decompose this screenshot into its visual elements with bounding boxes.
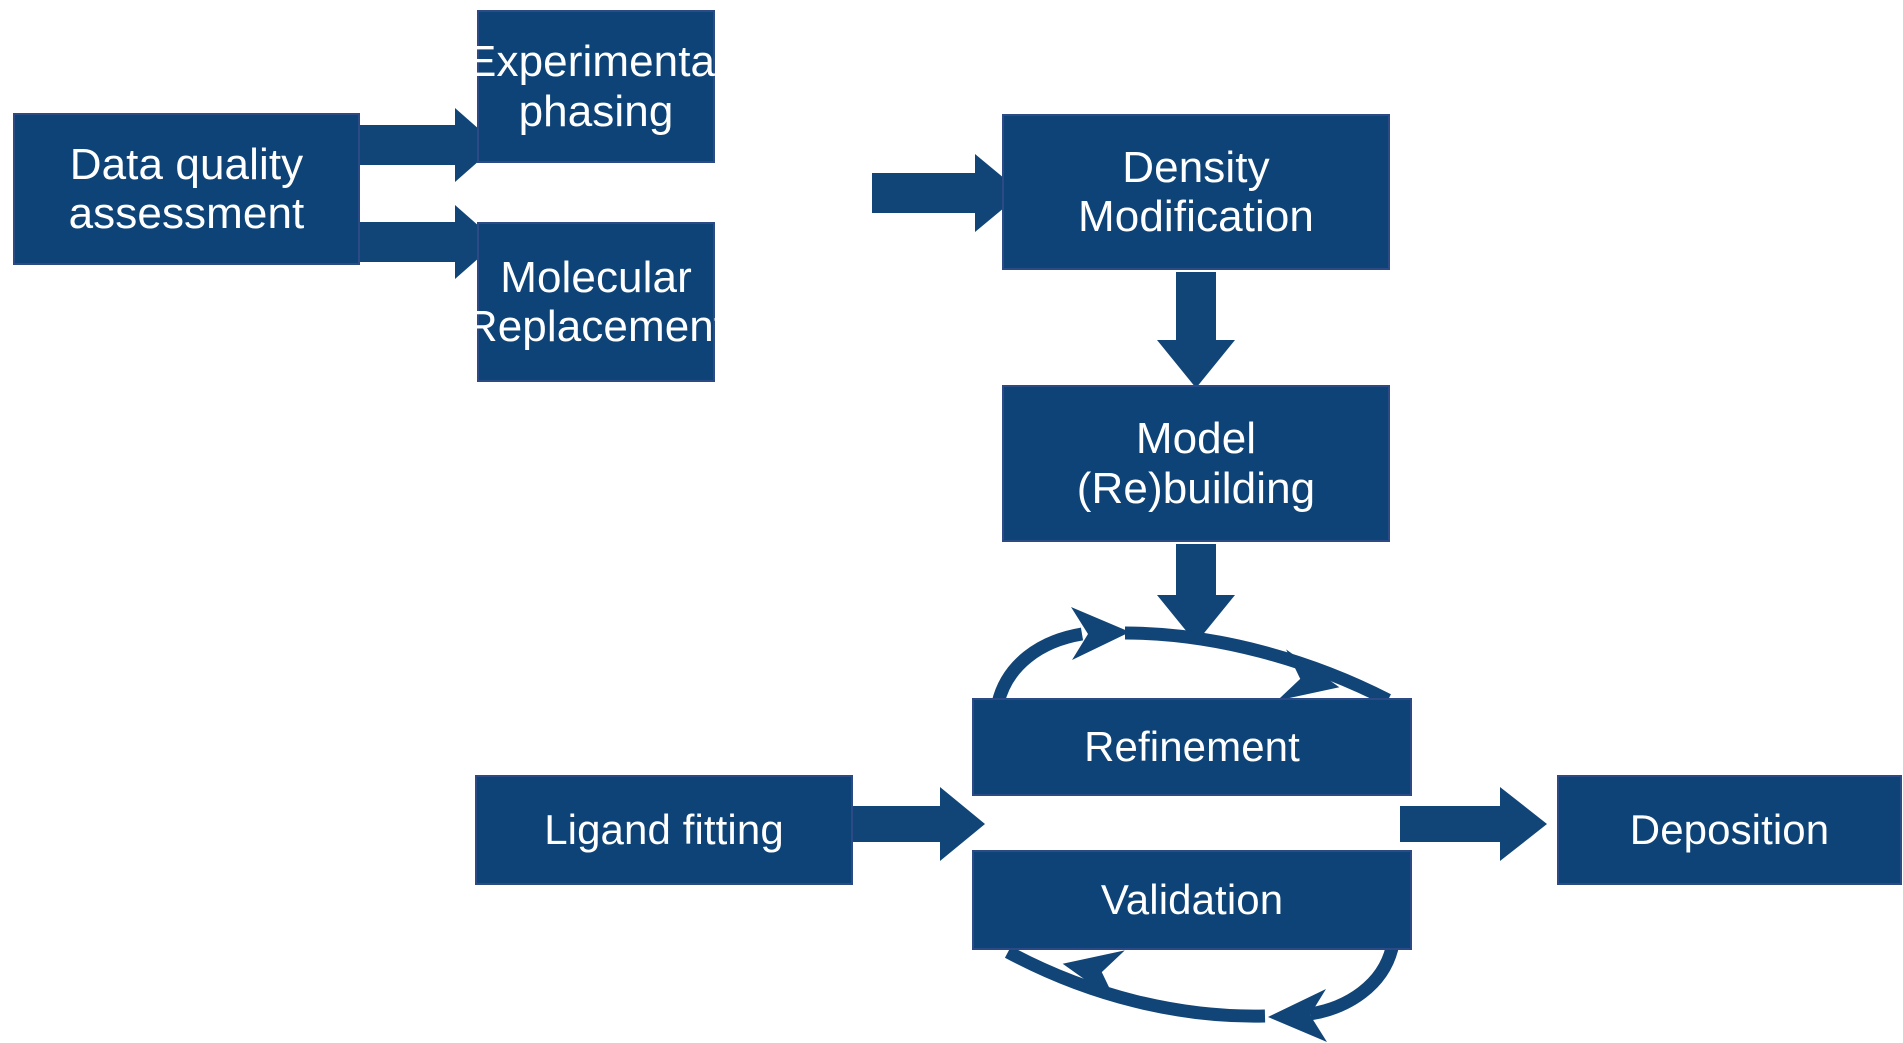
node-validation[interactable]: Validation: [972, 850, 1412, 950]
node-deposition[interactable]: Deposition: [1557, 775, 1902, 885]
node-label-molecular-replacement: Molecular Replacement: [465, 252, 727, 351]
node-label-refinement: Refinement: [1084, 723, 1300, 771]
node-label-data-quality-assessment: Data quality assessment: [68, 139, 305, 238]
node-ligand-fitting[interactable]: Ligand fitting: [475, 775, 853, 885]
refinement-validation-cycle-arrows: [991, 626, 1399, 1023]
node-label-model-rebuilding: Model (Re)building: [1076, 414, 1316, 513]
arrow-ligand-fitting-to-cycle: [853, 787, 985, 861]
arrow-model-rebuilding-to-cycle: [1157, 544, 1235, 643]
arrow-dqa-to-experimental-phasing: [360, 108, 497, 182]
arrow-density-modification-to-model-rebuilding: [1157, 272, 1235, 388]
node-label-density-modification: Density Modification: [1078, 142, 1314, 241]
arrow-phasing-to-density-modification: [872, 154, 1022, 232]
node-model-rebuilding[interactable]: Model (Re)building: [1002, 385, 1390, 542]
node-label-experimental-phasing: Experimental phasing: [467, 37, 725, 136]
node-molecular-replacement[interactable]: Molecular Replacement: [466, 222, 726, 382]
node-refinement[interactable]: Refinement: [972, 698, 1412, 796]
node-density-modification[interactable]: Density Modification: [1002, 114, 1390, 270]
cycle-arrowheads: [1062, 607, 1340, 1042]
node-label-ligand-fitting: Ligand fitting: [544, 806, 784, 854]
arrow-cycle-to-deposition: [1400, 787, 1547, 861]
node-data-quality-assessment[interactable]: Data quality assessment: [13, 113, 360, 265]
node-experimental-phasing[interactable]: Experimental phasing: [467, 10, 725, 163]
node-label-deposition: Deposition: [1629, 806, 1830, 854]
arrow-dqa-to-molecular-replacement: [360, 205, 497, 279]
node-label-validation: Validation: [1100, 876, 1284, 924]
